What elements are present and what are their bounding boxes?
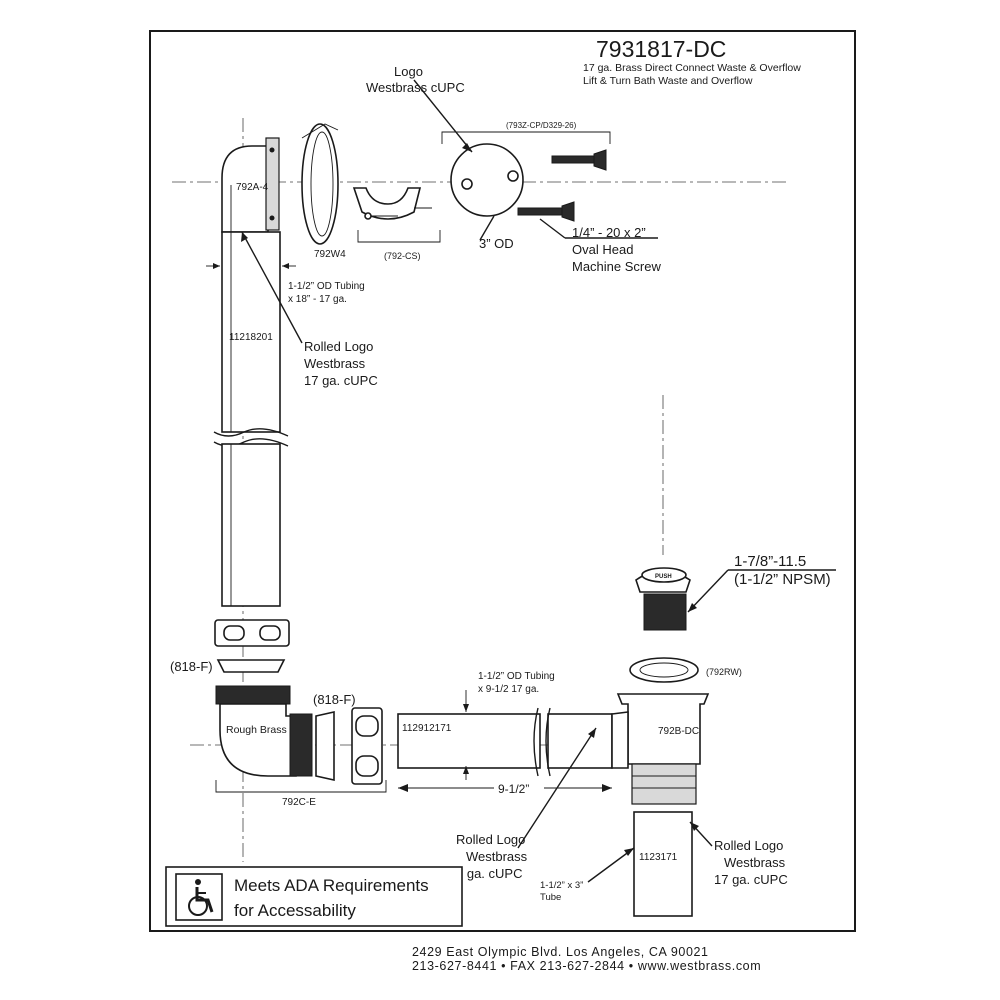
- overflow-tube-lower: [221, 443, 281, 607]
- thread-npsm: (1-1/2” NPSM): [734, 571, 831, 588]
- rolled-logo-2-brand: Westbrass: [466, 849, 528, 864]
- washer-818-left: [216, 659, 286, 673]
- rubber-washer: [629, 657, 699, 683]
- horizontal-tube-spec-line2: x 9-1/2 17 ga.: [478, 684, 539, 695]
- leader-line: [539, 218, 566, 239]
- break-line: [545, 707, 551, 777]
- horizontal-tube-part-number: 112912171: [402, 723, 452, 734]
- tailpiece-part-number: 1123171: [639, 852, 678, 863]
- overflow-elbow: [221, 137, 280, 233]
- footer-contact: 213-627-8441 • FAX 213-627-2844 • www.we…: [412, 959, 761, 973]
- tube-spec-line2: x 18” - 17 ga.: [288, 294, 347, 305]
- model-number: 7931817-DC: [596, 36, 726, 62]
- leader-line: [687, 569, 729, 613]
- machine-screw-lower: [517, 201, 575, 222]
- tube-part-number: 11218201: [229, 332, 273, 343]
- drain-part-number: 792B-DC: [658, 726, 699, 737]
- faceplate-kit-dimension: [441, 131, 611, 144]
- leader-line: [413, 79, 473, 153]
- overflow-tube-upper: [221, 231, 281, 433]
- drain-elbow: [215, 685, 313, 777]
- tube-spec-line1: 1-1/2” OD Tubing: [288, 281, 365, 292]
- overflow-faceplate: [450, 143, 524, 217]
- rolled-logo-3-gauge: 17 ga. cUPC: [714, 872, 788, 887]
- ada-line2: for Accessability: [234, 901, 356, 920]
- footer-address: 2429 East Olympic Blvd. Los Angeles, CA …: [412, 945, 709, 959]
- washer-part-number: (792RW): [706, 667, 742, 677]
- leader-line: [587, 847, 635, 883]
- product-description-line1: 17 ga. Brass Direct Connect Waste & Over…: [583, 62, 801, 74]
- logo-title: Logo: [394, 64, 423, 79]
- overflow-bracket: [352, 187, 432, 220]
- rolled-logo-2-title: Rolled Logo: [456, 832, 525, 847]
- ada-notice: Meets ADA Requirements for Accessability: [165, 866, 463, 927]
- wheelchair-icon: [175, 873, 223, 921]
- drawing-frame: [149, 30, 856, 932]
- screw-head-type: Oval Head: [572, 242, 633, 257]
- screw-description: Machine Screw: [572, 259, 661, 274]
- overflow-gasket: [301, 123, 339, 245]
- logo-subtitle: Westbrass cUPC: [366, 80, 465, 95]
- tee-part-number: 792C-E: [282, 797, 316, 808]
- gasket-part-number: 792W4: [314, 249, 346, 260]
- slip-nut-lower: [351, 707, 383, 785]
- bracket-dimension: [357, 230, 441, 243]
- rolled-logo-gauge: 17 ga. cUPC: [304, 373, 378, 388]
- slip-nut-upper: [214, 619, 290, 647]
- tailpiece-spec-line2: Tube: [540, 892, 561, 903]
- rough-brass-label: Rough Brass: [226, 724, 287, 736]
- horizontal-tube-spec-line1: 1-1/2” OD Tubing: [478, 671, 555, 682]
- screw-size: 1/4” - 20 x 2”: [572, 225, 646, 240]
- rolled-logo-3-brand: Westbrass: [724, 855, 786, 870]
- faceplate-od: 3” OD: [479, 236, 514, 251]
- washer-818-right: [315, 711, 335, 781]
- break-line: [533, 707, 539, 777]
- horizontal-tube: [397, 713, 613, 769]
- ada-line1: Meets ADA Requirements: [234, 876, 429, 895]
- rolled-logo-title: Rolled Logo: [304, 339, 373, 354]
- break-line: [213, 428, 289, 437]
- machine-screw-upper: [551, 149, 607, 171]
- leader-line: [479, 215, 495, 241]
- leader-line: [241, 231, 303, 344]
- drain-stopper: [635, 567, 691, 631]
- tailpiece-spec-line1: 1-1/2” x 3”: [540, 880, 583, 891]
- tailpiece-tube: [633, 811, 693, 917]
- rolled-logo-brand: Westbrass: [304, 356, 366, 371]
- product-description-line2: Lift & Turn Bath Waste and Overflow: [583, 75, 753, 87]
- bracket-part-number: (792-CS): [384, 251, 421, 261]
- tee-dimension: [215, 780, 387, 793]
- leader-line: [517, 727, 597, 849]
- stopper-push-label: PUSH: [655, 574, 672, 580]
- washer-818-right-label: (818-F): [313, 692, 356, 707]
- faceplate-kit-number: (793Z-CP/D329-26): [506, 121, 577, 130]
- rolled-logo-2-gauge: 7 ga. cUPC: [456, 866, 522, 881]
- elbow-part-number: 792A-4: [236, 182, 269, 193]
- thread-size: 1-7/8”-11.5: [734, 553, 806, 570]
- washer-818-left-label: (818-F): [170, 659, 213, 674]
- length-dimension-value: 9-1/2”: [498, 782, 529, 796]
- rolled-logo-3-title: Rolled Logo: [714, 838, 783, 853]
- drain-body: [611, 693, 710, 805]
